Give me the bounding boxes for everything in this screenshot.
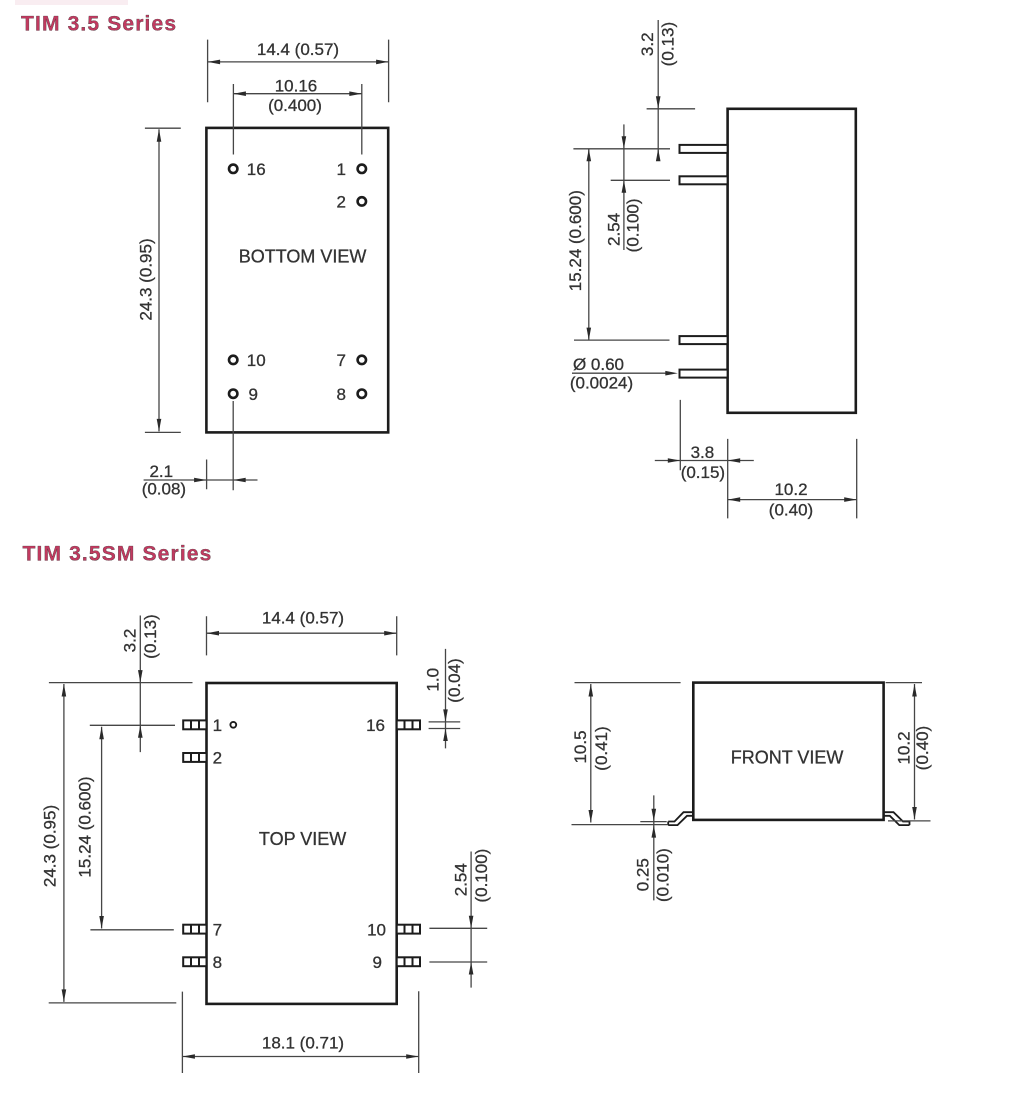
svg-text:7: 7 — [213, 920, 222, 939]
svg-text:BOTTOM VIEW: BOTTOM VIEW — [239, 246, 367, 266]
svg-text:10: 10 — [247, 351, 266, 370]
svg-text:2.54: 2.54 — [452, 863, 471, 896]
svg-text:TIM 3.5SM Series: TIM 3.5SM Series — [23, 543, 213, 566]
svg-text:3.2: 3.2 — [638, 32, 657, 56]
svg-text:(0.41): (0.41) — [592, 726, 611, 770]
svg-text:Ø 0.60: Ø 0.60 — [573, 355, 624, 374]
svg-text:10.5: 10.5 — [571, 730, 590, 763]
svg-text:(0.010): (0.010) — [653, 848, 672, 902]
svg-text:7: 7 — [337, 351, 346, 370]
svg-text:18.1 (0.71): 18.1 (0.71) — [262, 1034, 344, 1053]
svg-text:(0.04): (0.04) — [445, 658, 464, 702]
svg-text:(0.400): (0.400) — [268, 96, 322, 115]
svg-text:10.2: 10.2 — [774, 480, 807, 499]
svg-text:9: 9 — [373, 953, 382, 972]
svg-text:3.2: 3.2 — [120, 629, 139, 653]
svg-text:15.24 (0.600): 15.24 (0.600) — [76, 776, 95, 877]
svg-text:16: 16 — [366, 716, 385, 735]
svg-text:(0.100): (0.100) — [472, 849, 491, 903]
svg-text:2: 2 — [213, 749, 222, 768]
svg-text:(0.0024): (0.0024) — [570, 374, 633, 393]
svg-text:1: 1 — [337, 160, 346, 179]
svg-text:16: 16 — [247, 160, 266, 179]
svg-text:8: 8 — [213, 953, 222, 972]
svg-text:(0.100): (0.100) — [624, 198, 643, 252]
svg-text:0.25: 0.25 — [633, 858, 652, 891]
svg-text:14.4 (0.57): 14.4 (0.57) — [262, 609, 344, 628]
svg-text:(0.13): (0.13) — [141, 614, 160, 658]
svg-text:(0.40): (0.40) — [913, 726, 932, 770]
svg-text:10.2: 10.2 — [895, 731, 914, 764]
svg-text:10.16: 10.16 — [275, 77, 318, 96]
svg-text:1.0: 1.0 — [424, 668, 443, 692]
svg-text:TOP VIEW: TOP VIEW — [259, 829, 346, 849]
svg-text:(0.40): (0.40) — [769, 501, 813, 520]
svg-text:1: 1 — [213, 716, 222, 735]
svg-text:24.3 (0.95): 24.3 (0.95) — [40, 805, 59, 887]
svg-text:(0.08): (0.08) — [142, 480, 186, 499]
svg-text:TIM 3.5 Series: TIM 3.5 Series — [21, 13, 177, 36]
svg-text:9: 9 — [249, 385, 258, 404]
svg-text:2: 2 — [337, 193, 346, 212]
svg-text:(0.13): (0.13) — [658, 22, 677, 66]
svg-text:15.24 (0.600): 15.24 (0.600) — [566, 190, 585, 291]
svg-text:8: 8 — [337, 385, 346, 404]
svg-text:(0.15): (0.15) — [681, 463, 725, 482]
svg-text:10: 10 — [367, 920, 386, 939]
svg-text:14.4 (0.57): 14.4 (0.57) — [257, 40, 339, 59]
svg-text:2.54: 2.54 — [605, 213, 624, 246]
svg-text:FRONT VIEW: FRONT VIEW — [731, 748, 844, 768]
svg-text:24.3 (0.95): 24.3 (0.95) — [137, 238, 156, 320]
svg-text:2.1: 2.1 — [149, 462, 173, 481]
svg-text:3.8: 3.8 — [691, 443, 715, 462]
